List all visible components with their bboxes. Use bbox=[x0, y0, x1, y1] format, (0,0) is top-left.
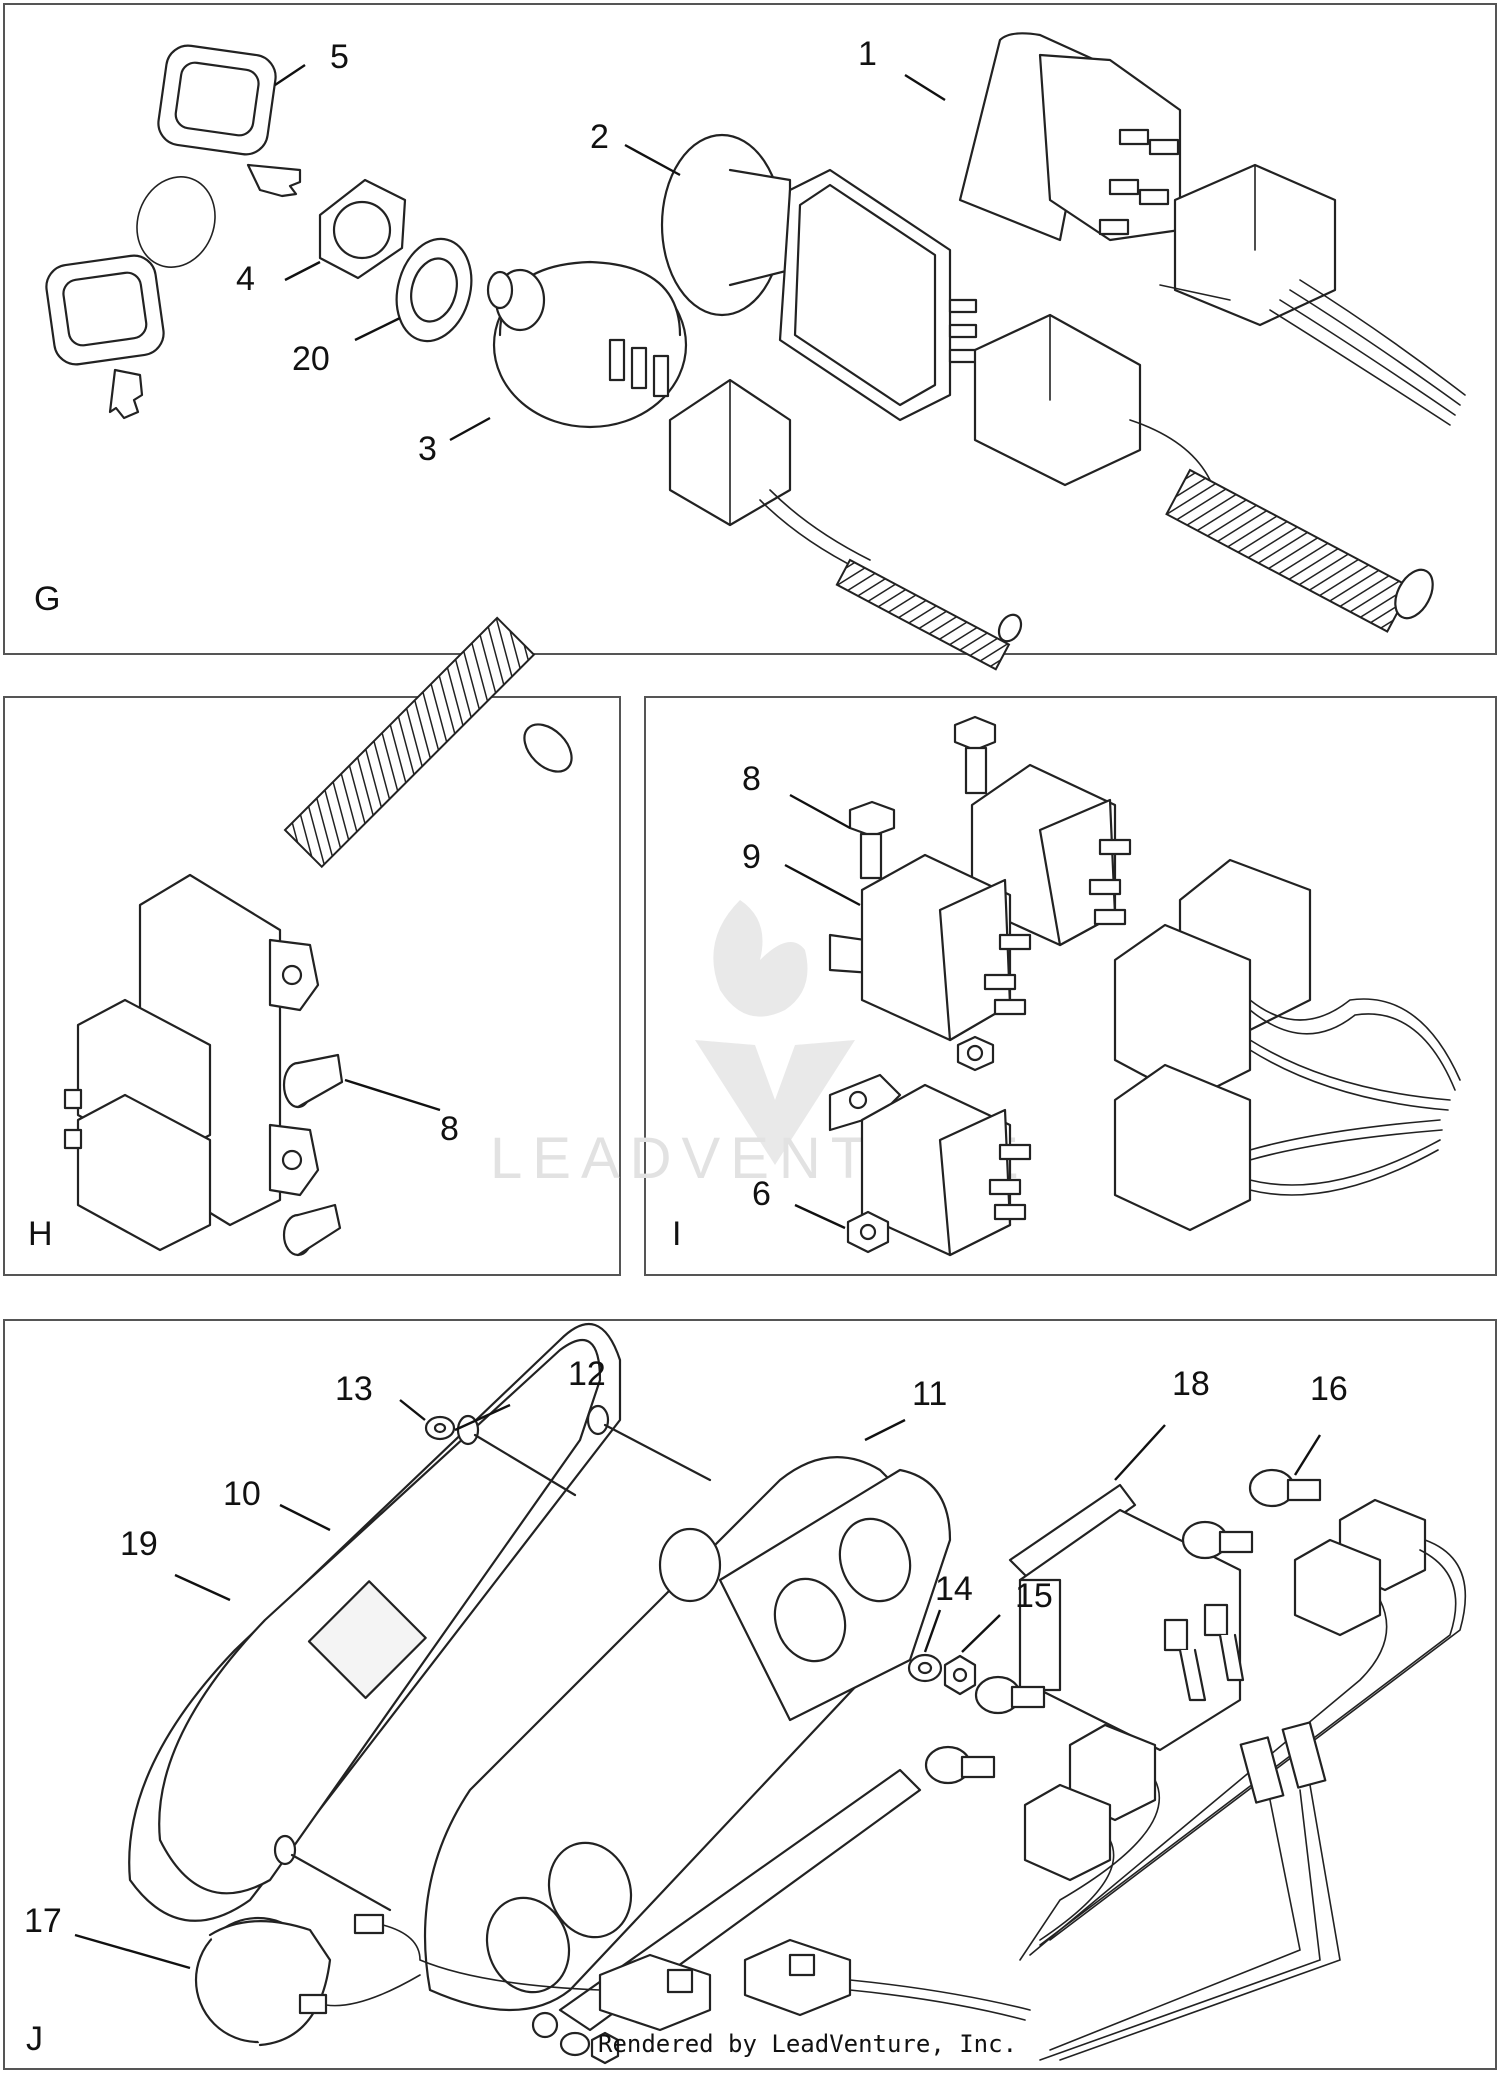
callout-10: 10 bbox=[223, 1475, 261, 1513]
bolt-12-c bbox=[273, 1834, 392, 1912]
relay-lower bbox=[828, 1073, 1032, 1257]
relays-mounted bbox=[63, 998, 212, 1252]
callout-20: 20 bbox=[292, 340, 330, 378]
nut-15 bbox=[943, 1654, 977, 1696]
callout-17: 17 bbox=[24, 1902, 62, 1940]
view-h-letter: H bbox=[28, 1215, 53, 1253]
view-j-letter: J bbox=[26, 2020, 43, 2058]
callout-9: 9 bbox=[742, 838, 761, 876]
callout-18: 18 bbox=[1172, 1365, 1210, 1403]
washer-14 bbox=[907, 1653, 943, 1683]
callout-1: 1 bbox=[858, 35, 877, 73]
view-g: 5 1 2 4 20 3 G bbox=[3, 3, 1497, 671]
pto-connector bbox=[973, 313, 1434, 633]
view-i-letter: I bbox=[672, 1215, 681, 1253]
rocker-switch bbox=[958, 32, 1182, 242]
bolt-12-b bbox=[586, 1404, 712, 1482]
callout-6: 6 bbox=[752, 1175, 771, 1213]
callout-2: 2 bbox=[590, 118, 609, 156]
dash-housing-11 bbox=[423, 1456, 952, 2039]
nut-mid bbox=[956, 1035, 995, 1072]
bolt-8-i bbox=[848, 800, 896, 880]
view-h: 8 H bbox=[3, 616, 621, 1276]
callout-12: 12 bbox=[568, 1355, 606, 1393]
washer-13 bbox=[424, 1415, 456, 1441]
callout-14: 14 bbox=[935, 1570, 973, 1608]
washer-nut-lower bbox=[559, 2031, 620, 2065]
pto-switch bbox=[660, 133, 978, 422]
bolt-8-h-lower bbox=[282, 1203, 342, 1257]
callout-13: 13 bbox=[335, 1370, 373, 1408]
callout-3: 3 bbox=[418, 430, 437, 468]
ignition-connector bbox=[668, 378, 1023, 671]
callout-11: 11 bbox=[912, 1375, 947, 1413]
bulb-sockets bbox=[1023, 1498, 1427, 1882]
callout-8-i: 8 bbox=[742, 760, 761, 798]
rocker-connector bbox=[1159, 163, 1466, 426]
hex-nut bbox=[318, 178, 407, 280]
view-j: 13 12 11 18 16 10 19 14 15 17 J Rendered… bbox=[3, 1319, 1497, 2070]
relay-sockets bbox=[1113, 858, 1461, 1232]
callout-8-h: 8 bbox=[440, 1110, 459, 1148]
nut-6 bbox=[846, 1210, 890, 1254]
bolt-8-top bbox=[953, 715, 997, 795]
view-g-letter: G bbox=[34, 580, 60, 618]
bulb-d bbox=[924, 1745, 996, 1785]
callout-4: 4 bbox=[236, 260, 255, 298]
bulb-b bbox=[1181, 1520, 1254, 1560]
bulb-16 bbox=[1248, 1468, 1322, 1508]
dash-harness bbox=[1019, 1539, 1467, 2061]
lock-washer bbox=[395, 237, 473, 343]
callout-15: 15 bbox=[1015, 1577, 1053, 1615]
relay-9 bbox=[828, 853, 1032, 1042]
render-credit: Rendered by LeadVenture, Inc. bbox=[598, 2030, 1017, 2058]
callout-16: 16 bbox=[1310, 1370, 1348, 1408]
ignition-switch bbox=[486, 260, 688, 429]
bulb-c bbox=[974, 1675, 1046, 1715]
callout-19: 19 bbox=[120, 1525, 158, 1563]
switch-18 bbox=[1008, 1483, 1245, 1752]
view-i: LEADVENTURE bbox=[490, 696, 1497, 1276]
ignition-keys bbox=[45, 44, 302, 420]
bolt-8-h bbox=[282, 1053, 344, 1109]
callout-5: 5 bbox=[330, 38, 349, 76]
buzzer-17 bbox=[194, 1913, 1031, 2047]
